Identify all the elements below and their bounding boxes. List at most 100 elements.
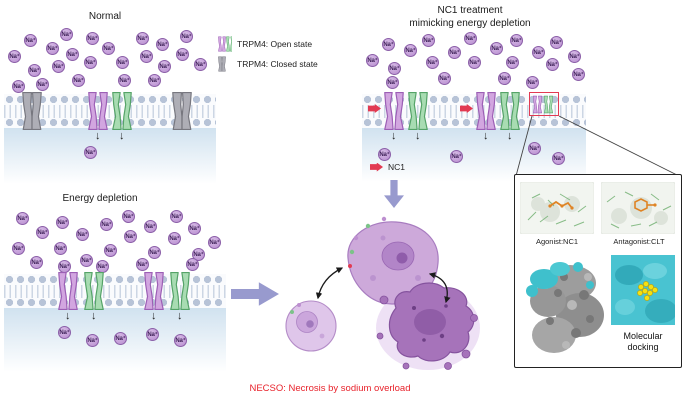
sodium-ion: Na⁺ (550, 36, 563, 49)
sodium-ion: Na⁺ (56, 216, 69, 229)
sodium-ion: Na⁺ (388, 62, 401, 75)
sodium-ion: Na⁺ (156, 38, 169, 51)
membrane-speck-icon (353, 235, 359, 241)
sodium-ion: Na⁺ (464, 32, 477, 45)
magnified-region-box (529, 92, 559, 116)
flow-arrow-icon: ↓ (507, 130, 513, 142)
membrane-speck-icon (290, 310, 294, 314)
sodium-ion: Na⁺ (66, 48, 79, 61)
flow-arrow-icon: ↓ (177, 310, 183, 322)
sodium-ion: Na⁺ (426, 56, 439, 69)
flow-arrow-icon: ↓ (95, 130, 101, 142)
nc1-marker-icon (460, 104, 473, 113)
sodium-ion: Na⁺ (140, 50, 153, 63)
nc1-marker-icon (370, 162, 383, 172)
sodium-ion: Na⁺ (144, 220, 157, 233)
sodium-ion: Na⁺ (118, 74, 131, 87)
agonist-structure-image (520, 182, 594, 234)
sodium-ion: Na⁺ (80, 254, 93, 267)
trpm4-closed-channel-icon (170, 90, 194, 132)
flow-arrow-icon: ↓ (119, 130, 125, 142)
sodium-ion: Na⁺ (60, 28, 73, 41)
sodium-ion: Na⁺ (36, 226, 49, 239)
sodium-ion: Na⁺ (124, 230, 137, 243)
sodium-ion: Na⁺ (122, 210, 135, 223)
nc1-marker-icon (368, 104, 381, 113)
sodium-ion: Na⁺ (192, 248, 205, 261)
figure-caption: NECSO: Necrosis by sodium overload (249, 383, 411, 394)
sodium-ion: Na⁺ (546, 58, 559, 71)
panel-title-normal: Normal (88, 11, 122, 22)
trpm4-open-channel-green-icon (498, 90, 522, 132)
cytoplasm-energy (4, 306, 226, 372)
docked-ligand-icon (637, 281, 658, 301)
legend-closed-label: TRPM4: Closed state (237, 59, 318, 69)
sodium-ion: Na⁺ (116, 56, 129, 69)
cell-transition-arrow (315, 267, 344, 300)
sodium-ion: Na⁺ (16, 212, 29, 225)
cell-fate-illustration (285, 216, 480, 370)
energy-depletion-result-arrow (231, 282, 279, 306)
trpm4-open-channel-green-icon (110, 90, 134, 132)
trpm4-open-icon (212, 36, 232, 52)
panel-title-energy-depletion: Energy depletion (62, 193, 138, 204)
trpm4-open-channel-green-icon (168, 270, 192, 312)
legend-nc1: NC1 (370, 162, 405, 172)
sodium-ion: Na⁺ (52, 60, 65, 73)
sodium-ion: Na⁺ (158, 60, 171, 73)
sodium-ion: Na⁺ (188, 222, 201, 235)
sodium-ion: Na⁺ (100, 218, 113, 231)
sodium-ion: Na⁺ (568, 50, 581, 63)
sodium-ion: Na⁺ (168, 232, 181, 245)
trpm4-open-channel-purple-icon (86, 90, 110, 132)
legend-nc1-label: NC1 (388, 162, 406, 172)
flow-arrow-icon: ↓ (91, 310, 97, 322)
sodium-ion: Na⁺ (506, 56, 519, 69)
sodium-ion: Na⁺ (86, 32, 99, 45)
sodium-ion: Na⁺ (208, 236, 221, 249)
sodium-ion: Na⁺ (54, 242, 67, 255)
sodium-ion: Na⁺ (12, 242, 25, 255)
sodium-ion: Na⁺ (46, 42, 59, 55)
flow-arrow-icon: ↓ (65, 310, 71, 322)
trpm4-open-channel-purple-icon (382, 90, 406, 132)
trpm4-open-channel-green-icon (82, 270, 106, 312)
sodium-ion: Na⁺ (490, 42, 503, 55)
agonist-label: Agonist:NC1 (535, 237, 579, 246)
sodium-ion: Na⁺ (526, 76, 539, 89)
trpm4-closed-channel-icon (20, 90, 44, 132)
membrane-speck-icon (297, 303, 301, 307)
cytoplasm-normal (4, 126, 216, 184)
sodium-ion: Na⁺ (366, 54, 379, 67)
membrane-speck-icon (349, 249, 355, 255)
trpm4-open-channel-green-icon (406, 90, 430, 132)
treatment-result-arrow (384, 180, 404, 208)
sodium-ion: Na⁺ (148, 246, 161, 259)
legend-closed-state: TRPM4: Closed state (212, 56, 318, 72)
swollen-cell (347, 216, 439, 305)
flow-arrow-icon: ↓ (483, 130, 489, 142)
protein-structure-image (526, 262, 604, 353)
membrane-speck-icon (365, 223, 371, 229)
antagonist-label: Antagonist:CLT (613, 237, 665, 246)
sodium-ion: Na⁺ (76, 228, 89, 241)
sodium-ion: Na⁺ (498, 72, 511, 85)
sodium-ion: Na⁺ (8, 50, 21, 63)
sodium-ion: Na⁺ (572, 68, 585, 81)
sodium-ion: Na⁺ (84, 56, 97, 69)
sodium-ion: Na⁺ (170, 210, 183, 223)
sodium-ion: Na⁺ (532, 46, 545, 59)
sodium-ion: Na⁺ (180, 30, 193, 43)
nc1-title-line2: mimicking energy depletion (409, 18, 531, 29)
sodium-ion: Na⁺ (404, 44, 417, 57)
membrane-energy (4, 274, 226, 308)
legend-open-label: TRPM4: Open state (237, 39, 313, 49)
necrotic-cell (376, 282, 478, 370)
cytoplasm-nc1 (362, 126, 586, 182)
sodium-ion: Na⁺ (104, 244, 117, 257)
sodium-ion: Na⁺ (136, 32, 149, 45)
trpm4-open-channel-purple-icon (474, 90, 498, 132)
sodium-ion: Na⁺ (148, 74, 161, 87)
antagonist-structure-image (601, 182, 675, 234)
sodium-ion: Na⁺ (422, 34, 435, 47)
